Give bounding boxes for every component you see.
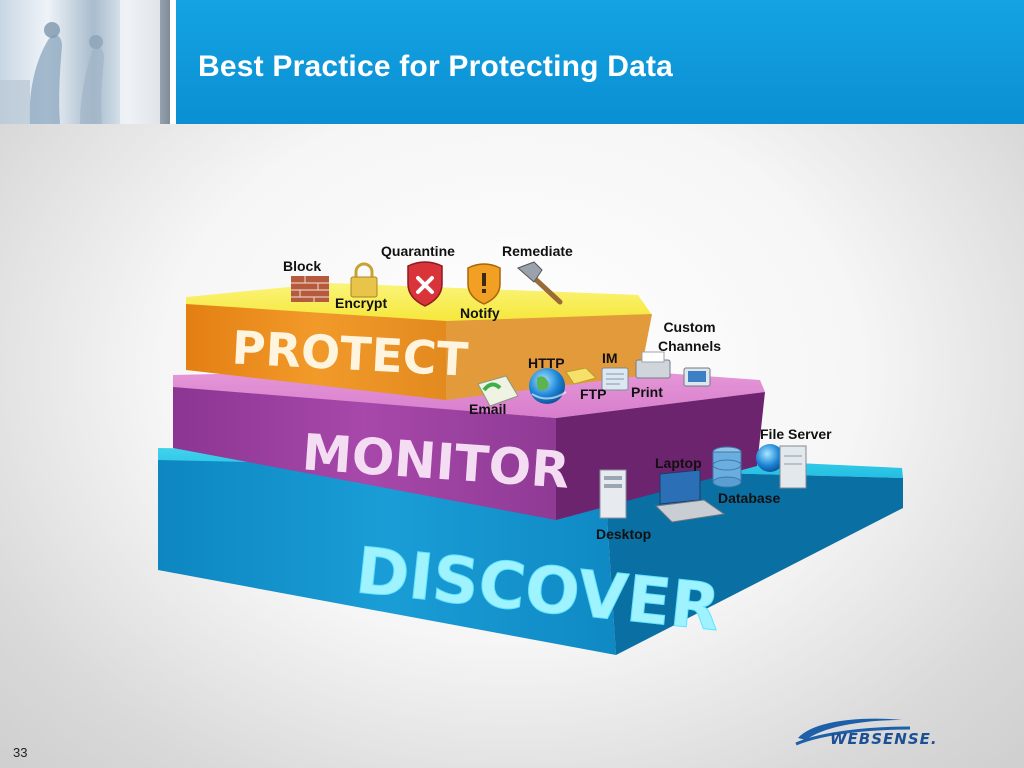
ftp-label: FTP — [580, 386, 607, 402]
email-icon — [477, 375, 519, 407]
page-title: Best Practice for Protecting Data — [198, 50, 674, 83]
im-chat-icon — [601, 367, 629, 391]
logo-text: WEBSENSE. — [830, 730, 938, 748]
block-label: Block — [283, 258, 322, 274]
header-photo — [0, 0, 170, 124]
quarantine-label: Quarantine — [381, 243, 455, 259]
globe-icon — [529, 368, 567, 404]
slide-header: Best Practice for Protecting Data — [0, 0, 1024, 124]
laptop-label: Laptop — [655, 455, 702, 471]
padlock-icon — [350, 262, 378, 298]
remediate-label: Remediate — [502, 243, 573, 259]
custom-channel-device-icon — [683, 367, 711, 387]
laptop-icon — [654, 469, 726, 523]
slide-number: 33 — [13, 745, 28, 760]
encrypt-label: Encrypt — [335, 295, 388, 311]
desktop-label: Desktop — [596, 526, 652, 542]
shield-x-icon — [407, 261, 443, 307]
hammer-icon — [517, 261, 563, 305]
custom-channels-line1: Custom — [663, 319, 716, 335]
file-server-label: File Server — [760, 426, 832, 442]
im-label: IM — [602, 350, 618, 366]
desktop-tower-icon — [599, 469, 627, 519]
custom-channels-line2: Channels — [658, 338, 722, 354]
header-bar — [176, 0, 1024, 124]
database-label: Database — [718, 490, 781, 506]
layer-label-protect: PROTECT — [231, 320, 470, 386]
brick-wall-icon — [291, 276, 329, 302]
notify-label: Notify — [460, 305, 500, 321]
printer-icon — [635, 351, 671, 379]
custom-channels-label: Custom Channels — [658, 318, 721, 356]
print-label: Print — [631, 384, 663, 400]
file-server-icon — [756, 444, 807, 489]
ftp-folder-icon — [565, 367, 597, 385]
http-label: HTTP — [528, 355, 565, 371]
email-label: Email — [469, 401, 507, 417]
warning-shield-icon — [467, 263, 501, 305]
websense-logo: WEBSENSE. — [795, 718, 938, 748]
database-icon — [712, 446, 742, 488]
